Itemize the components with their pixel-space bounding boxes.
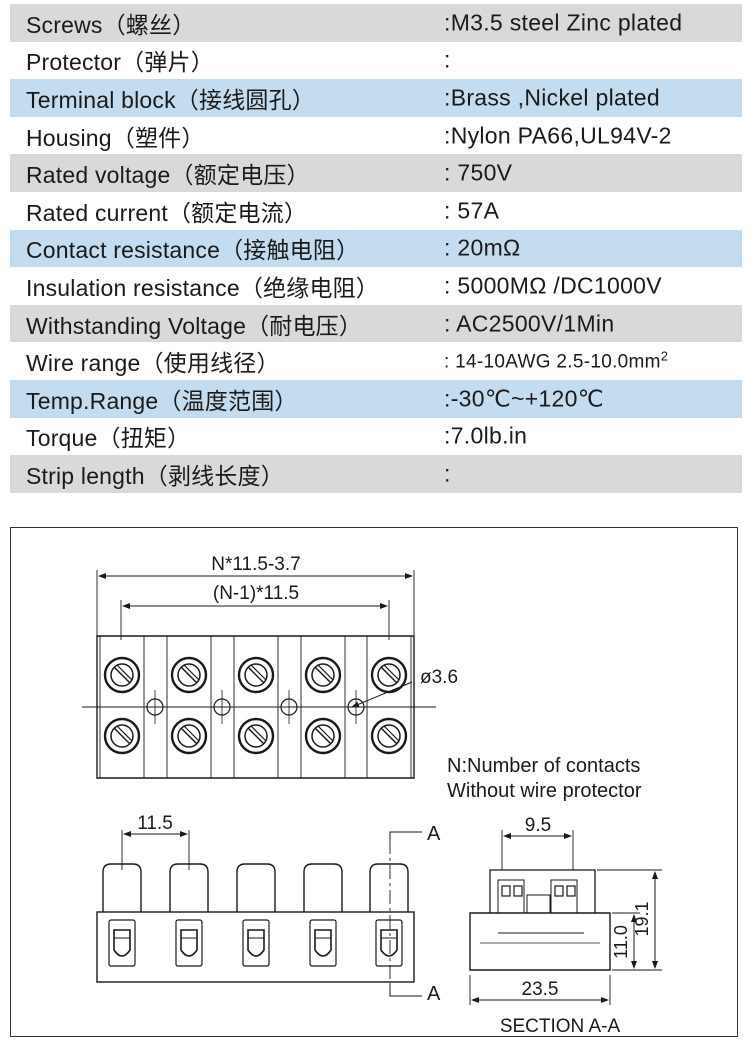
spec-row: Insulation resistance（绝缘电阻） : 5000MΩ /DC1…	[10, 267, 742, 305]
spec-value: : 5000MΩ /DC1000V	[444, 272, 662, 299]
terminal-module	[236, 863, 276, 967]
spec-value: :-30℃~+120℃	[444, 385, 604, 412]
screw-icon	[170, 656, 208, 694]
spec-label: Wire range（使用线径）	[26, 350, 280, 377]
spec-value-text: :Brass ,Nickel plated	[444, 84, 660, 111]
spec-row: Protector（弹片）:	[10, 41, 742, 80]
terminal-module	[369, 863, 409, 967]
dim-hole-label: ø3.6	[420, 667, 458, 688]
terminal-module	[102, 863, 142, 967]
spec-label: Contact resistance（接触电阻）	[26, 237, 360, 264]
spec-row: Rated voltage（额定电压） : 750V	[10, 154, 742, 192]
spec-label: Rated voltage（额定电压）	[26, 162, 310, 189]
spec-label: Withstanding Voltage（耐电压）	[26, 312, 363, 339]
spec-value-superscript: 2	[660, 348, 669, 364]
spec-row: Housing（塑件） :Nylon PA66,UL94V-2	[10, 116, 742, 155]
spec-value-text: : 750V	[444, 159, 513, 186]
dim-overall-label: N*11.5-3.7	[211, 554, 300, 575]
screw-icon	[170, 717, 208, 755]
spec-value-text: : 57A	[444, 197, 500, 224]
screw-icon	[304, 717, 342, 755]
terminal-module	[303, 863, 343, 967]
spec-value: : 57A	[444, 197, 499, 224]
spec-value: :Nylon PA66,UL94V-2	[444, 122, 672, 149]
spec-value: : 20mΩ	[444, 235, 521, 262]
note-protector: Without wire protector	[447, 780, 642, 802]
spec-row: Temp.Range（温度范围） :-30℃~+120℃	[10, 379, 742, 418]
mounting-hole-icon	[280, 690, 298, 724]
spec-row: Contact resistance（接触电阻） : 20mΩ	[10, 229, 742, 268]
section-view	[469, 830, 662, 1005]
spec-value-text: :	[444, 46, 451, 73]
spec-value: : 750V	[444, 160, 512, 187]
spec-value: :	[444, 47, 451, 74]
screw-icon	[103, 717, 141, 755]
spec-label: Screws（螺丝）	[26, 11, 196, 38]
spec-label: Housing（塑件）	[26, 124, 205, 151]
dim-pitch-label: 11.5	[137, 813, 173, 834]
screw-icon	[237, 717, 275, 755]
terminal-module	[169, 863, 209, 967]
spec-label: Terminal block（接线圆孔）	[26, 86, 315, 113]
spec-row: Withstanding Voltage（耐电压） : AC2500V/1Min	[10, 304, 742, 343]
dim-section-top-label: 9.5	[525, 815, 551, 836]
spec-label: Temp.Range（温度范围）	[26, 387, 298, 414]
screw-icon	[103, 656, 141, 694]
screw-icon	[304, 656, 342, 694]
section-mark-bottom: A	[427, 983, 441, 1005]
spec-value-text: : 5000MΩ /DC1000V	[444, 272, 662, 299]
spec-label: Torque（扭矩）	[26, 425, 191, 452]
drawing-frame	[10, 527, 738, 1037]
spec-label: Protector（弹片）	[26, 49, 214, 76]
dim-height-2-label: 19.1	[632, 901, 652, 936]
top-view	[82, 570, 436, 779]
spec-value-text: : AC2500V/1Min	[444, 310, 615, 337]
spec-value: : AC2500V/1Min	[444, 310, 614, 337]
spec-row: Torque（扭矩） :7.0lb.in	[10, 417, 742, 456]
spec-value-text: : 20mΩ	[444, 234, 521, 261]
screw-icon	[370, 717, 408, 755]
spec-value-text: : 14-10AWG 2.5-10.0mm	[444, 351, 661, 373]
spec-label: Insulation resistance（绝缘电阻）	[26, 274, 380, 301]
front-view	[96, 830, 422, 997]
spec-value-text: :-30℃~+120℃	[444, 385, 604, 412]
spec-value: :7.0lb.in	[444, 423, 527, 450]
dim-height-1-label: 11.0	[611, 925, 631, 959]
spec-value: :M3.5 steel Zinc plated	[444, 9, 682, 36]
spec-label: Rated current（额定电流）	[26, 199, 308, 226]
spec-label: Strip length（剥线长度）	[26, 462, 284, 489]
spec-value: : 14-10AWG 2.5-10.0mm2	[444, 348, 668, 373]
section-caption: SECTION A-A	[500, 1016, 621, 1037]
spec-row: Screws（螺丝） :M3.5 steel Zinc plated	[10, 4, 742, 42]
spec-row: Strip length（剥线长度）:	[10, 455, 742, 493]
dim-pitch-total-label: (N-1)*11.5	[213, 583, 299, 604]
spec-row: Rated current（额定电流） : 57A	[10, 191, 742, 230]
spec-value-text: :	[444, 460, 451, 487]
spec-value-text: :M3.5 steel Zinc plated	[444, 9, 683, 36]
spec-row: Wire range（使用线径） : 14-10AWG 2.5-10.0mm2	[10, 342, 742, 380]
spec-value: :Brass ,Nickel plated	[444, 84, 660, 111]
spec-value-text: :7.0lb.in	[444, 422, 528, 449]
spec-row: Terminal block（接线圆孔） :Brass ,Nickel plate…	[10, 79, 742, 117]
mounting-hole-icon	[146, 690, 164, 724]
mounting-hole-icon	[213, 690, 231, 724]
note-contacts: N:Number of contacts	[447, 755, 640, 777]
spec-value: :	[444, 460, 451, 487]
spec-value-text: :Nylon PA66,UL94V-2	[444, 122, 672, 149]
dim-section-width-label: 23.5	[522, 979, 559, 1000]
section-mark-top: A	[427, 823, 441, 845]
screw-icon	[237, 656, 275, 694]
